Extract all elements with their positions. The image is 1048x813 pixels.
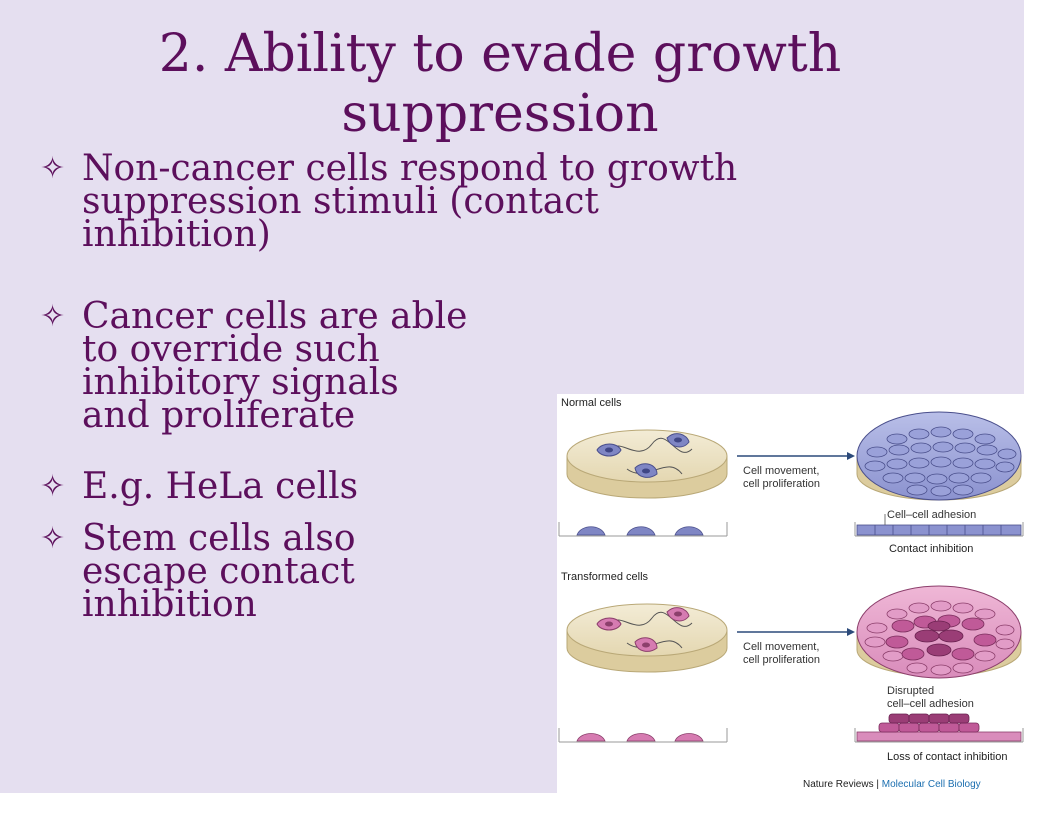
bullet-line: inhibition [82, 584, 257, 625]
star-bullet-icon: ✧ [40, 151, 66, 186]
bullet-line: to override such [82, 329, 380, 370]
contact-inhibition-figure: Normal cells Cell movement, cell prolife… [557, 394, 1025, 794]
bullet-line: escape contact [82, 551, 355, 592]
normal-cells-label: Normal cells [561, 397, 622, 409]
disrupted-label-2: cell–cell adhesion [887, 698, 974, 710]
transformed-cells-label: Transformed cells [561, 571, 649, 583]
bullet-line: and proliferate [82, 395, 356, 436]
transformed-arrow-label-2: cell proliferation [743, 654, 820, 666]
bullet-text: E.g. HeLa cells [40, 466, 359, 507]
bullet-line: E.g. HeLa cells [82, 466, 359, 507]
bullet-line: Cancer cells are able [82, 296, 468, 337]
figure-illustration: Normal cells Cell movement, cell prolife… [558, 397, 1024, 790]
loss-contact-inhibition-label: Loss of contact inhibition [887, 751, 1007, 763]
normal-cross-section-right [854, 514, 1024, 537]
bullet-item: ✧ Stem cells also escape contact inhibit… [40, 518, 356, 625]
bullet-text: Stem cells also escape contact inhibitio… [40, 518, 356, 625]
slide-title: 2. Ability to evade growth suppression [0, 24, 1000, 144]
transformed-cross-section-right [854, 713, 1024, 743]
credit-section: Molecular Cell Biology [882, 779, 981, 790]
cell-adhesion-label: Cell–cell adhesion [887, 509, 976, 521]
normal-arrow-label-2: cell proliferation [743, 478, 820, 490]
transformed-cross-section-left [558, 728, 728, 743]
transformed-arrow-head [847, 628, 855, 636]
bullet-line: inhibition) [82, 214, 271, 255]
title-line-2: suppression [341, 84, 659, 144]
title-line-1: 2. Ability to evade growth [158, 24, 842, 84]
credit-separator: | [874, 779, 882, 790]
contact-inhibition-label: Contact inhibition [889, 543, 973, 555]
transformed-arrow-label-1: Cell movement, [743, 641, 819, 653]
star-bullet-icon: ✧ [40, 521, 66, 556]
bullet-line: suppression stimuli (contact [82, 181, 599, 222]
bullet-item: ✧ E.g. HeLa cells [40, 466, 359, 507]
transformed-dish-right [856, 585, 1022, 679]
star-bullet-icon: ✧ [40, 299, 66, 334]
bullet-item: ✧ Cancer cells are able to override such… [40, 296, 468, 436]
bullet-text: Non-cancer cells respond to growth suppr… [40, 148, 738, 255]
disrupted-label-1: Disrupted [887, 685, 934, 697]
star-bullet-icon: ✧ [40, 469, 66, 504]
normal-cross-section-left [558, 522, 728, 537]
normal-dish-left [566, 429, 728, 499]
bullet-item: ✧ Non-cancer cells respond to growth sup… [40, 148, 738, 255]
transformed-dish-left [566, 603, 728, 673]
bullet-text: Cancer cells are able to override such i… [40, 296, 468, 436]
normal-dish-right [856, 411, 1022, 501]
normal-arrow-head [847, 452, 855, 460]
bullet-line: inhibitory signals [82, 362, 399, 403]
bullet-line: Non-cancer cells respond to growth [82, 148, 738, 189]
bullet-line: Stem cells also [82, 518, 356, 559]
figure-credit: Nature Reviews | Molecular Cell Biology [803, 779, 981, 790]
normal-arrow-label-1: Cell movement, [743, 465, 819, 477]
credit-journal: Nature Reviews [803, 779, 874, 790]
